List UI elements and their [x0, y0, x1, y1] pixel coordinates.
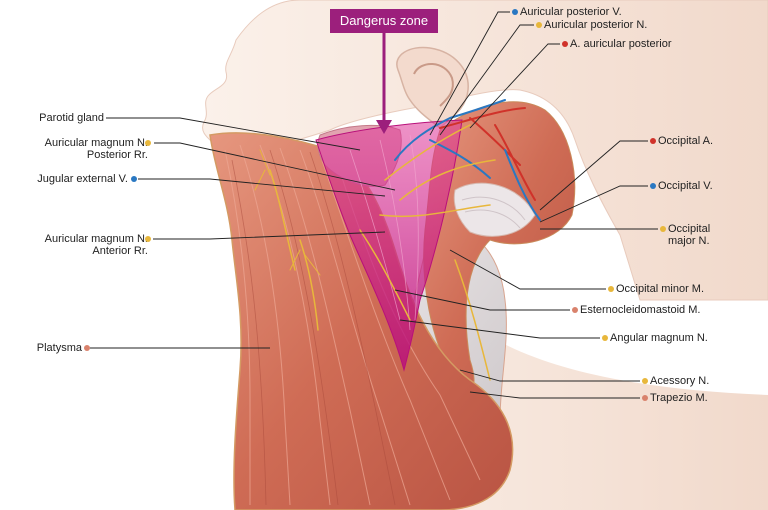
label-auricular-magnum-posterior: Auricular magnum N. Posterior Rr.: [45, 137, 148, 161]
nerve-dot: [660, 226, 666, 232]
leader-esternocleidomastoid: [394, 289, 570, 311]
nerve-dot: [642, 378, 648, 384]
label-esternocleidomastoid: Esternocleidomastoid M.: [580, 304, 700, 316]
leader-auricular-magnum-anterior: [153, 231, 386, 240]
leader-auricular-posterior-n: [439, 24, 534, 136]
label-text: Auricular magnum N.: [44, 233, 148, 245]
vessels-and-nerves: [254, 99, 541, 381]
vein-dot: [131, 176, 137, 182]
label-occipital-minor: Occipital minor M.: [616, 283, 704, 295]
label-text: Platysma: [36, 342, 82, 354]
label-text: Occipital A.: [658, 135, 714, 147]
label-occipital-v: Occipital V.: [658, 180, 713, 192]
leader-angular-magnum: [399, 319, 600, 339]
artery-dot: [562, 41, 568, 47]
label-text: Auricular posterior N.: [544, 19, 648, 31]
label-text-line2: Posterior Rr.: [86, 149, 148, 161]
label-text: Trapezio M.: [650, 392, 708, 404]
label-auricular-posterior-n: Auricular posterior N.: [544, 19, 647, 31]
label-acessory: Acessory N.: [650, 375, 709, 387]
label-text: Angular magnum N.: [610, 332, 708, 344]
leader-a-auricular-posterior: [469, 43, 560, 129]
nerve-dot: [145, 236, 151, 242]
nerve-dot: [608, 286, 614, 292]
leader-jugular-external: [138, 178, 386, 197]
leader-occipital-minor: [449, 249, 606, 290]
artery-dot: [650, 138, 656, 144]
muscle-dot: [642, 395, 648, 401]
label-text: Occipital: [668, 223, 711, 235]
label-jugular-external: Jugular external V.: [37, 173, 128, 185]
label-text: Esternocleidomastoid M.: [580, 304, 701, 316]
label-angular-magnum: Angular magnum N.: [610, 332, 708, 344]
leader-auricular-posterior-v: [429, 11, 510, 136]
label-occipital-a: Occipital A.: [658, 135, 713, 147]
leader-occipital-v: [539, 185, 648, 223]
label-parotid-gland: Parotid gland: [39, 112, 104, 124]
nerve-dot: [602, 335, 608, 341]
label-platysma: Platysma: [37, 342, 82, 354]
label-text: Acessory N.: [650, 375, 710, 387]
label-auricular-posterior-v: Auricular posterior V.: [520, 6, 622, 18]
label-a-auricular-posterior: A. auricular posterior: [570, 38, 672, 50]
label-text: Auricular posterior V.: [520, 6, 622, 18]
label-text-line2: Anterior Rr.: [92, 245, 148, 257]
label-text: A. auricular posterior: [570, 38, 672, 50]
leader-acessory: [459, 369, 640, 382]
label-occipital-major: Occipital major N.: [668, 223, 710, 247]
nerve-dot: [145, 140, 151, 146]
muscle-dot: [84, 345, 90, 351]
ear: [396, 46, 469, 130]
muscle-fibers: [224, 144, 481, 506]
label-text: Auricular magnum N.: [44, 137, 148, 149]
vein-dot: [512, 9, 518, 15]
label-text-line2: major N.: [668, 235, 710, 247]
nerve-dot: [536, 22, 542, 28]
danger-zone-label: Dangerus zone: [330, 9, 438, 33]
label-text: Occipital minor M.: [616, 283, 705, 295]
label-text: Occipital V.: [658, 180, 713, 192]
vein-dot: [650, 183, 656, 189]
leader-occipital-a: [539, 140, 648, 211]
label-auricular-magnum-anterior: Auricular magnum N. Anterior Rr.: [45, 233, 148, 257]
muscle-dot: [572, 307, 578, 313]
leader-trapezio: [469, 391, 640, 399]
leader-parotid-gland: [106, 117, 361, 151]
label-text: Parotid gland: [39, 112, 104, 124]
label-trapezio: Trapezio M.: [650, 392, 708, 404]
label-text: Jugular external V.: [37, 173, 128, 185]
leader-auricular-magnum-posterior: [154, 142, 396, 191]
head-skin: [202, 0, 768, 301]
